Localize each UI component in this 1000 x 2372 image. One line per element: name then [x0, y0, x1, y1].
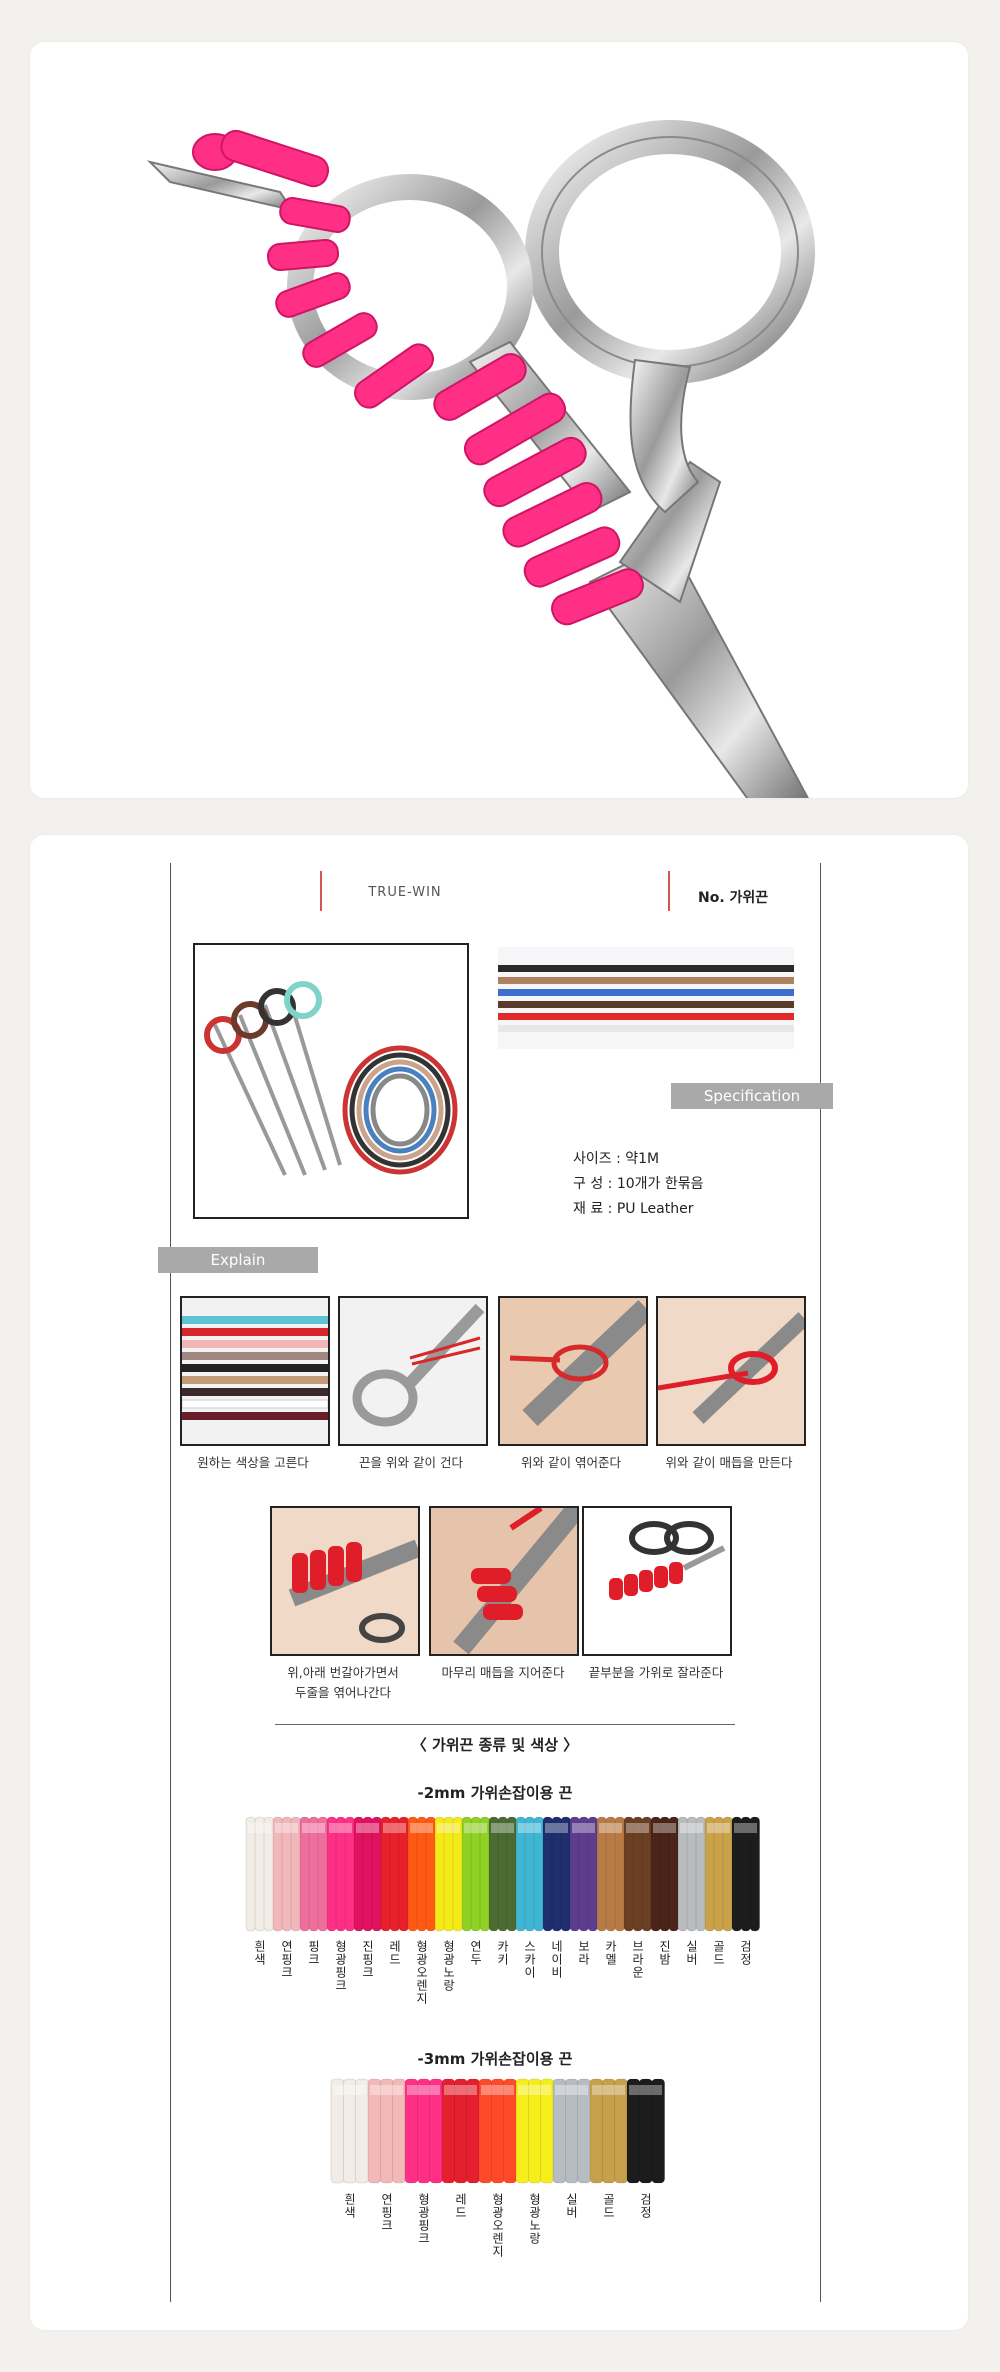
mm2-band-16 — [677, 1816, 706, 1932]
mm2-color-bands — [245, 1816, 760, 1932]
mm3-color-name-1: 연핑크 — [379, 2193, 394, 2232]
mm2-band-5 — [380, 1816, 409, 1932]
mm2-color-name-17: 골드 — [711, 1940, 726, 1966]
mm2-color-name-0: 흰색 — [252, 1940, 267, 1966]
mm3-color-name-0: 흰색 — [342, 2193, 357, 2219]
mm2-band-17 — [704, 1816, 733, 1932]
mm2-color-name-9: 카키 — [495, 1940, 510, 1966]
mm2-band-0 — [245, 1816, 274, 1932]
mm3-color-name-2: 형광핑크 — [416, 2193, 431, 2245]
step-2-caption: 끈을 위와 같이 건다 — [359, 1455, 463, 1470]
mm3-band-1 — [367, 2078, 406, 2184]
mm2-color-name-8: 연두 — [468, 1940, 483, 1966]
hero-card — [30, 42, 968, 798]
step-4-image — [656, 1296, 806, 1446]
mm2-color-name-11: 네이비 — [549, 1940, 564, 1979]
mm3-color-name-6: 실버 — [564, 2193, 579, 2219]
step-3-image — [498, 1296, 648, 1446]
mm3-band-0 — [330, 2078, 369, 2184]
header-divider-left — [320, 871, 322, 911]
frame-line-right — [820, 863, 821, 2302]
mm2-color-name-2: 핑크 — [306, 1940, 321, 1966]
step-1-caption: 원하는 색상을 고른다 — [197, 1455, 309, 1470]
explain-badge: Explain — [158, 1247, 318, 1273]
mm2-band-2 — [299, 1816, 328, 1932]
mm2-band-10 — [515, 1816, 544, 1932]
specification-badge: Specification — [671, 1083, 833, 1109]
mm3-band-4 — [478, 2078, 517, 2184]
mm2-title: -2mm 가위손잡이용 끈 — [417, 1784, 573, 1802]
mm2-color-name-5: 레드 — [387, 1940, 402, 1966]
step-3-caption: 위와 같이 엮어준다 — [521, 1455, 621, 1470]
mm3-color-name-8: 검정 — [638, 2193, 653, 2219]
step-6-caption: 마무리 매듭을 지어준다 — [441, 1665, 565, 1680]
cord-strip-photo — [498, 947, 794, 1049]
spec-size: 사이즈 : 약1M — [573, 1151, 660, 1167]
mm2-band-11 — [542, 1816, 571, 1932]
step-6-image — [429, 1506, 579, 1656]
mm3-band-2 — [404, 2078, 443, 2184]
mm3-band-3 — [441, 2078, 480, 2184]
types-heading: 〈 가위끈 종류 및 색상 〉 — [411, 1736, 579, 1754]
mm2-band-9 — [488, 1816, 517, 1932]
frame-line-left — [170, 863, 171, 2302]
step-5-image — [270, 1506, 420, 1656]
mm3-title: -3mm 가위손잡이용 끈 — [417, 2050, 573, 2068]
header-divider-right — [668, 871, 670, 911]
mm2-color-name-1: 연핑크 — [279, 1940, 294, 1979]
mm2-band-4 — [353, 1816, 382, 1932]
spec-card: TRUE-WIN No. 가위끈 — [30, 835, 968, 2330]
mm3-color-name-3: 레드 — [453, 2193, 468, 2219]
brand-name: TRUE-WIN — [368, 885, 442, 900]
mm2-color-name-3: 형광핑크 — [333, 1940, 348, 1992]
mm3-color-name-5: 형광노랑 — [527, 2193, 542, 2245]
mm2-color-name-7: 형광노랑 — [441, 1940, 456, 1992]
step-5-caption-line2: 두줄을 엮어나간다 — [295, 1685, 391, 1700]
product-photo — [193, 943, 469, 1219]
mm2-band-15 — [650, 1816, 679, 1932]
section-divider — [275, 1724, 735, 1725]
step-7-image — [582, 1506, 732, 1656]
mm2-band-13 — [596, 1816, 625, 1932]
product-number: No. 가위끈 — [698, 890, 769, 906]
mm2-band-18 — [731, 1816, 760, 1932]
step-5-caption: 위,아래 번갈아가면서 — [287, 1665, 399, 1680]
mm2-band-12 — [569, 1816, 598, 1932]
mm2-band-6 — [407, 1816, 436, 1932]
mm2-color-name-18: 검정 — [738, 1940, 753, 1966]
step-2-image — [338, 1296, 488, 1446]
mm3-band-6 — [552, 2078, 591, 2184]
mm2-color-name-12: 보라 — [576, 1940, 591, 1966]
mm3-color-name-7: 골드 — [601, 2193, 616, 2219]
mm2-color-name-4: 진핑크 — [360, 1940, 375, 1979]
mm2-band-7 — [434, 1816, 463, 1932]
mm2-color-name-10: 스카이 — [522, 1940, 537, 1979]
mm3-color-bands — [330, 2078, 665, 2184]
step-4-caption: 위와 같이 매듭을 만든다 — [665, 1455, 793, 1470]
spec-composition: 구 성 : 10개가 한묶음 — [573, 1176, 704, 1192]
mm2-color-name-15: 진밤 — [657, 1940, 672, 1966]
mm2-color-name-6: 형광오렌지 — [414, 1940, 429, 2005]
mm2-color-name-13: 카멜 — [603, 1940, 618, 1966]
mm2-band-1 — [272, 1816, 301, 1932]
mm3-band-8 — [626, 2078, 665, 2184]
mm2-band-3 — [326, 1816, 355, 1932]
hero-scissors-photo — [146, 120, 815, 798]
mm2-color-name-16: 실버 — [684, 1940, 699, 1966]
mm2-band-14 — [623, 1816, 652, 1932]
mm2-band-8 — [461, 1816, 490, 1932]
step-7-caption: 끝부분을 가위로 잘라준다 — [588, 1665, 724, 1680]
mm3-band-5 — [515, 2078, 554, 2184]
mm3-band-7 — [589, 2078, 628, 2184]
spec-material: 재 료 : PU Leather — [573, 1201, 694, 1217]
step-1-image — [180, 1296, 330, 1446]
mm3-color-name-4: 형광오렌지 — [490, 2193, 505, 2258]
mm2-color-name-14: 브라운 — [630, 1940, 645, 1979]
